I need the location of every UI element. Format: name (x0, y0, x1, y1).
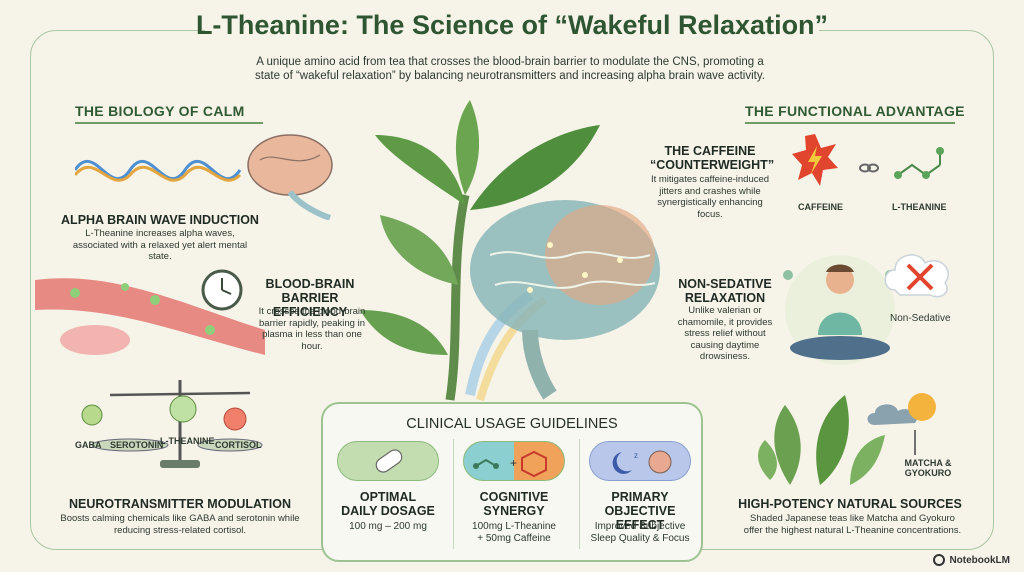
leaf-center-top (455, 100, 480, 195)
sun-icon (908, 393, 936, 421)
caffeine-heading: THE CAFFEINE “COUNTERWEIGHT” (650, 144, 775, 172)
caffeine-burst-icon (792, 134, 838, 186)
right-section-heading: THE FUNCTIONAL ADVANTAGE (745, 103, 965, 119)
capsule-icon (375, 449, 403, 473)
label-cortisol: CORTISOL (215, 440, 262, 450)
effect-value: Improved Subjective Sleep Quality & Focu… (590, 521, 690, 544)
caffeine-text: It mitigates caffeine-induced jitters an… (650, 174, 770, 220)
meditating-person-icon (783, 255, 895, 365)
label-serotonin: SEROTONIN (110, 440, 164, 450)
svg-text:+: + (510, 456, 517, 470)
bbb-heading: BLOOD-BRAIN BARRIER EFFICIENCY (265, 277, 355, 319)
moon-brain-icon: z (612, 450, 672, 474)
gaba-face-icon (81, 404, 103, 426)
label-ltheanine: L-THEANINE (160, 436, 215, 446)
nonsedative-heading: NON-SEDATIVE RELAXATION (678, 277, 772, 305)
non-sedative-label: Non-Sedative (890, 313, 951, 324)
ltheanine-molecule-icon (169, 395, 197, 423)
clinical-guidelines-panel: CLINICAL USAGE GUIDELINES OPTIMAL DAILY … (321, 402, 703, 562)
effect-heading: PRIMARY OBJECTIVE EFFECT (604, 490, 676, 532)
dosage-pill (337, 441, 439, 481)
leaf-brain-illustration (360, 100, 660, 402)
leaf-left-low (360, 310, 448, 355)
left-section-heading: THE BIOLOGY OF CALM (75, 103, 245, 119)
ltheanine-molecule-icon (894, 147, 944, 179)
shade-cloud-icon (867, 404, 917, 425)
effect-pill: z (589, 441, 691, 481)
neurotransmitter-scale-graphic (81, 380, 263, 468)
label-ltheanine-right: L-THEANINE (892, 202, 947, 212)
bbb-text: It crosses the blood-brain barrier rapid… (258, 306, 366, 352)
neuro-text: Boosts calming chemicals like GABA and s… (60, 513, 300, 536)
cortisol-face-icon (223, 407, 247, 431)
notebooklm-brand: NotebookLM (933, 554, 1010, 566)
left-heading-underline (75, 122, 263, 124)
dosage-heading: OPTIMAL DAILY DOSAGE (341, 490, 435, 518)
label-gaba: GABA (75, 440, 102, 450)
sources-heading: HIGH-POTENCY NATURAL SOURCES (738, 497, 962, 511)
brain-icon (247, 134, 333, 196)
alpha-wave-icon (75, 160, 242, 180)
label-caffeine: CAFFEINE (798, 202, 843, 212)
alpha-heading: ALPHA BRAIN WAVE INDUCTION (61, 213, 259, 227)
neuro-heading: NEUROTRANSMITTER MODULATION (69, 497, 291, 511)
no-sleep-cloud-icon (884, 254, 949, 298)
leaf-left-mid (380, 215, 458, 285)
molecule-plus-icon: + (473, 450, 547, 478)
page-subtitle: A unique amino acid from tea that crosse… (255, 56, 765, 82)
synergy-heading: COGNITIVE SYNERGY (479, 490, 549, 518)
synergy-pill: + (463, 441, 565, 481)
matcha-gyokuro-label: MATCHA & GYOKURO (904, 458, 952, 478)
synergy-value: 100mg L-Theanine + 50mg Caffeine (472, 521, 556, 544)
brand-label: NotebookLM (949, 554, 1010, 566)
dosage-value: 100 mg – 200 mg (349, 521, 427, 532)
alpha-text: L-Theanine increases alpha waves, associ… (72, 228, 248, 262)
tea-leaves-icon (758, 393, 936, 485)
sources-text: Shaded Japanese teas like Matcha and Gyo… (743, 513, 962, 536)
notebooklm-logo-icon (933, 554, 946, 566)
svg-text:z: z (634, 451, 638, 460)
chain-link-icon (859, 163, 879, 173)
clock-icon (201, 269, 243, 311)
leaf-right-top (470, 125, 600, 210)
page-title: L-Theanine: The Science of “Wakeful Rela… (195, 10, 829, 40)
guidelines-heading: CLINICAL USAGE GUIDELINES (406, 416, 618, 432)
alpha-wave-brain-graphic (75, 134, 333, 220)
right-heading-underline (745, 122, 955, 124)
leaf-left-top (375, 135, 465, 205)
blood-vessel-graphic (35, 278, 265, 355)
nonsedative-text: Unlike valerian or chamomile, it provide… (677, 305, 773, 362)
